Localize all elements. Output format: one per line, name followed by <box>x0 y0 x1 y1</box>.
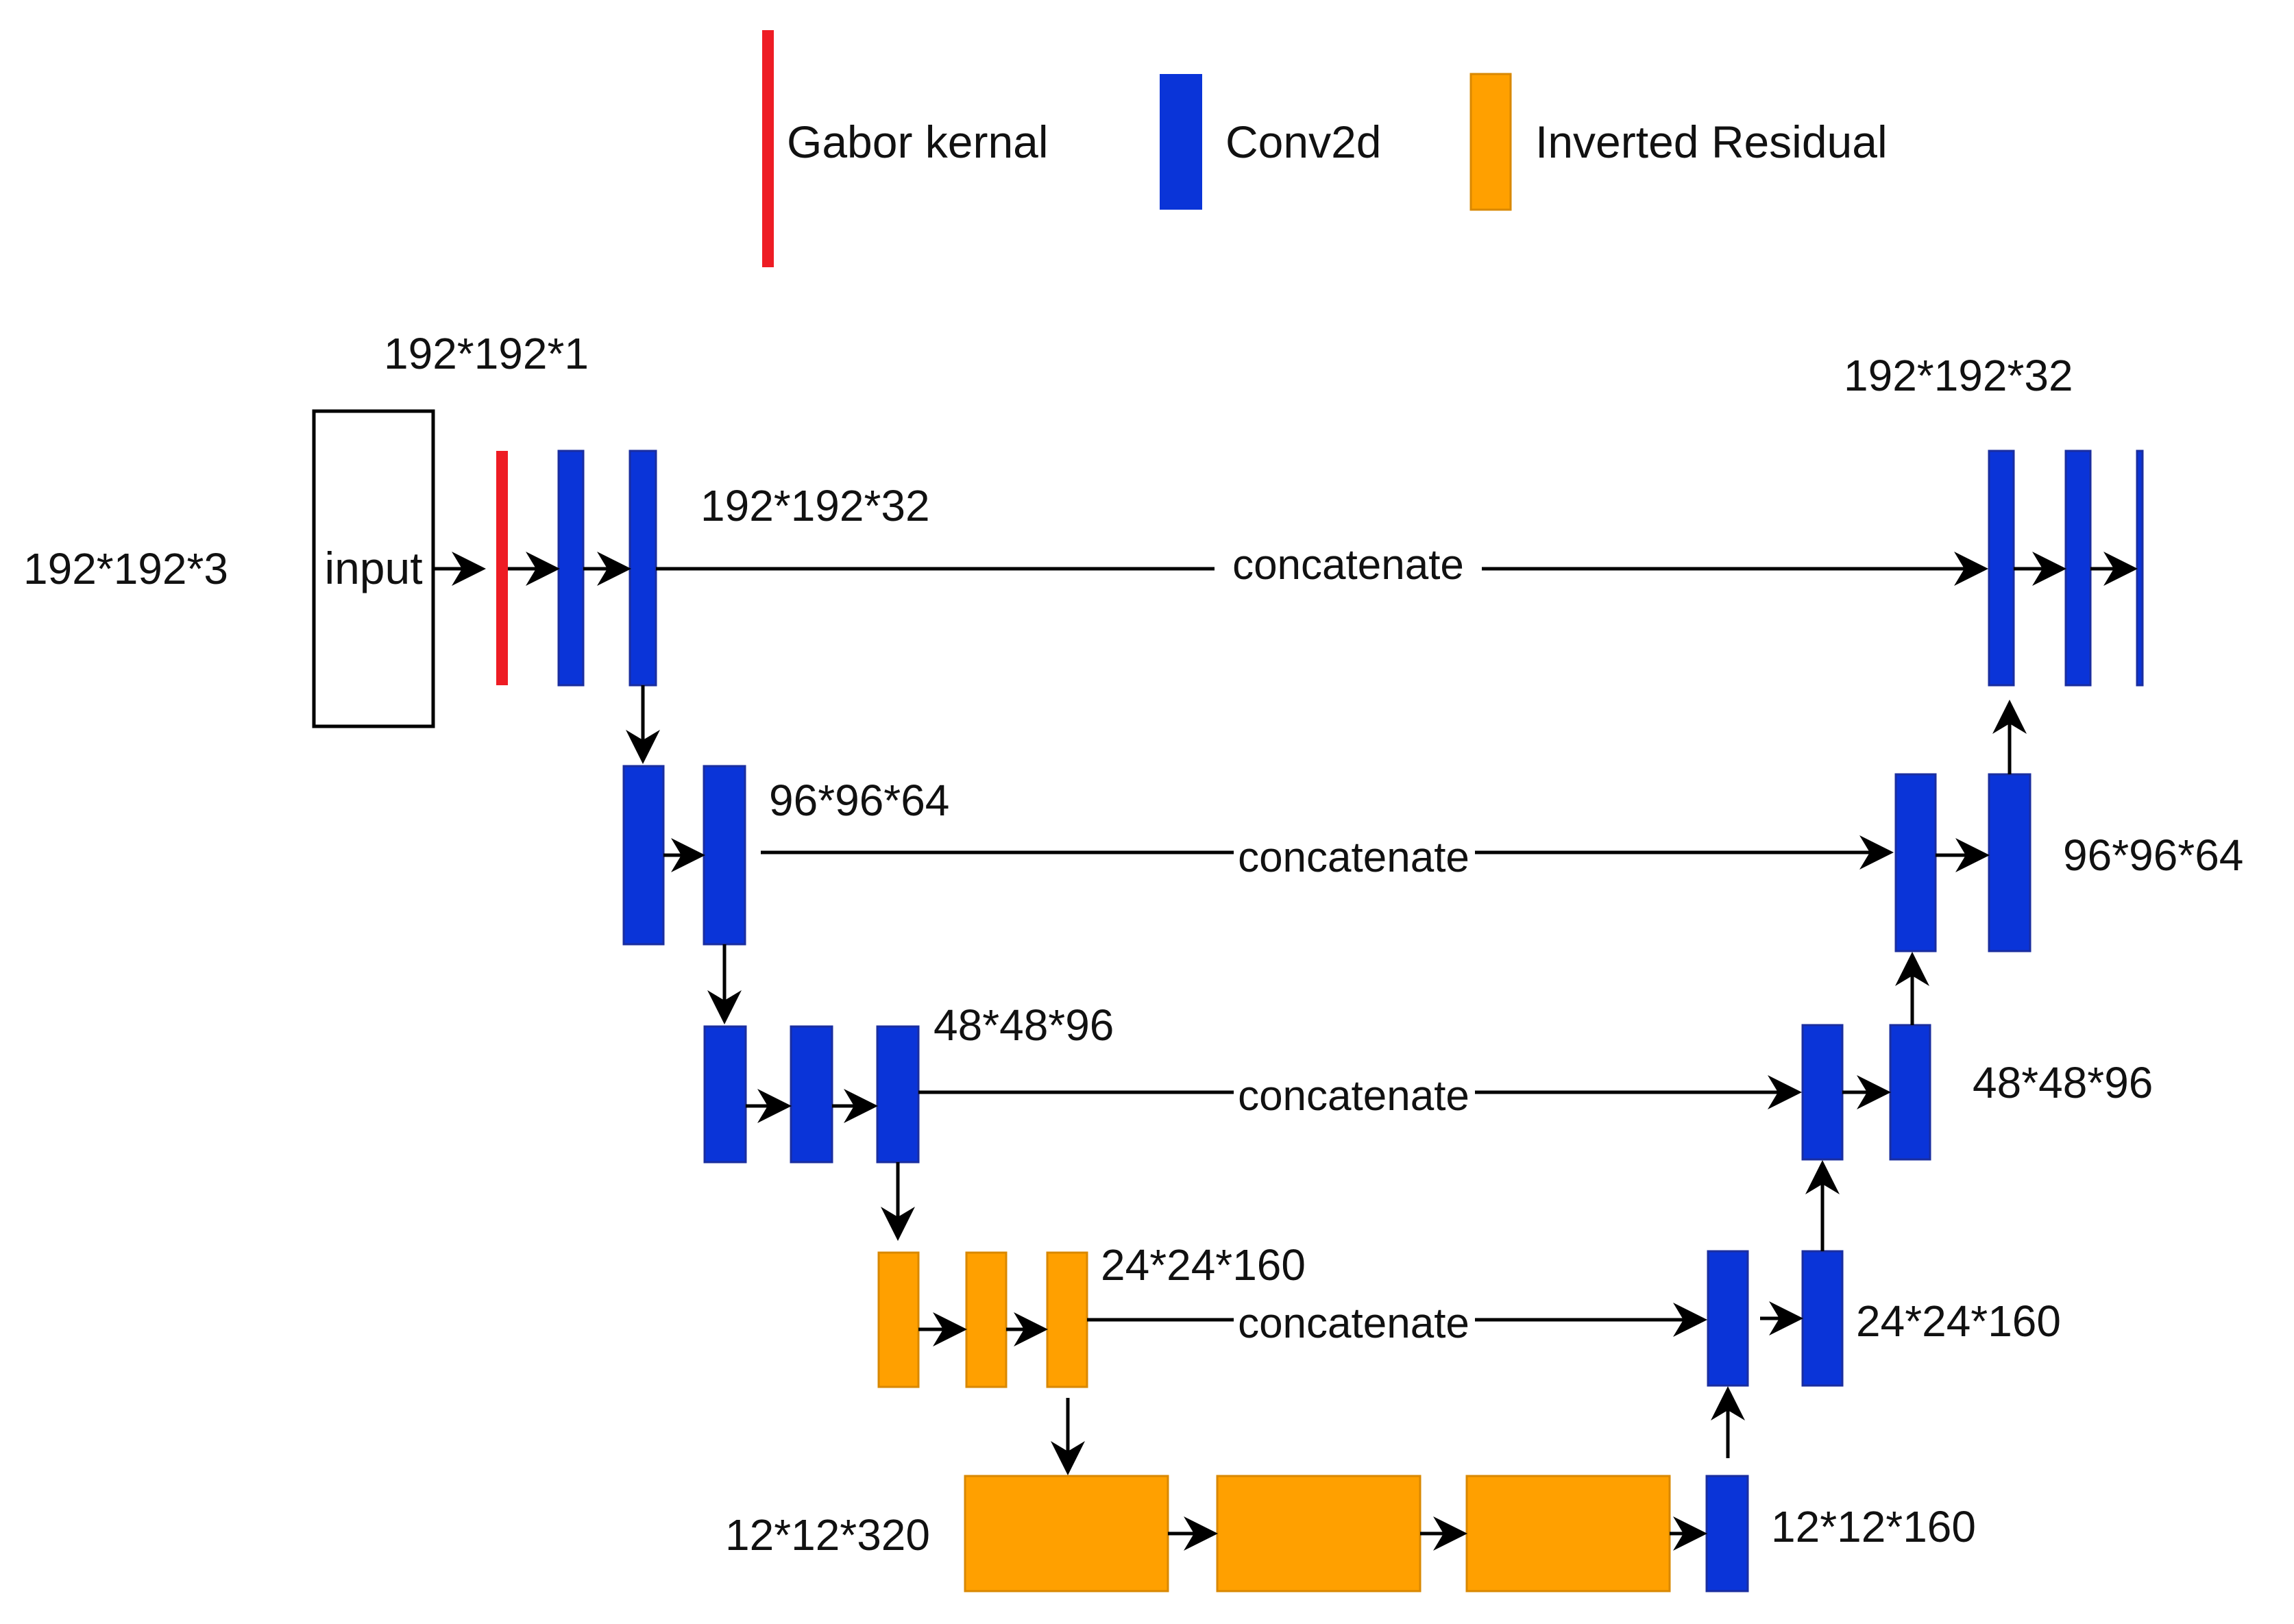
enc4-ir-block-3 <box>1046 1251 1088 1388</box>
encoder-level-3: 48*48*96 <box>703 1000 1114 1164</box>
encoder-level-2: 96*96*64 <box>622 765 949 946</box>
enc1-shape-label: 192*192*32 <box>700 481 930 530</box>
legend-conv-label: Conv2d <box>1225 116 1382 167</box>
decoder-level-3: 48*48*96 <box>1801 1024 2153 1161</box>
enc3-conv-block-1 <box>703 1025 747 1164</box>
bottleneck-output-shape-label: 12*12*160 <box>1771 1502 1976 1551</box>
bottleneck: 12*12*320 12*12*160 <box>725 1475 1976 1592</box>
input-box-label: input <box>324 543 422 593</box>
enc4-ir-block-2 <box>965 1251 1008 1388</box>
input-box <box>312 409 435 728</box>
dec4-shape-label: 24*24*160 <box>1856 1296 2061 1346</box>
enc1-conv-block-2 <box>629 450 657 687</box>
edges <box>435 552 2138 1551</box>
decoder-level-1: 192*192*32 <box>1844 351 2144 687</box>
input-stage: 192*192*3 input 192*192*1 <box>23 329 589 728</box>
concat-label-bg-4 <box>1234 1295 1475 1347</box>
dec1-conv-block-2 <box>2064 450 2092 687</box>
dec2-conv-block-1 <box>1894 773 1937 952</box>
decoder-level-2: 96*96*64 <box>1894 773 2243 952</box>
bottleneck-ir-block-2 <box>1216 1475 1421 1592</box>
bottleneck-conv-block <box>1705 1475 1749 1592</box>
concat-label-level-3: concatenate <box>1238 1072 1469 1120</box>
legend-gabor-swatch <box>762 30 774 267</box>
concat-label-level-2: concatenate <box>1238 834 1469 881</box>
dec3-conv-block-1 <box>1801 1024 1844 1161</box>
dec2-conv-block-2 <box>1988 773 2031 952</box>
dec1-shape-label: 192*192*32 <box>1844 351 2073 400</box>
input-shape-label: 192*192*3 <box>23 544 228 593</box>
concat-label-bg-3 <box>1234 1068 1475 1120</box>
decoder-level-4: 24*24*160 <box>1707 1250 2061 1387</box>
concat-label-level-4: concatenate <box>1238 1300 1469 1347</box>
legend: Gabor kernal Conv2d Inverted Residual <box>762 30 1888 267</box>
enc3-conv-block-2 <box>790 1025 833 1164</box>
gabor-kernel-block <box>496 451 508 685</box>
legend-ir-swatch <box>1469 73 1512 211</box>
dec3-shape-label: 48*48*96 <box>1973 1058 2153 1107</box>
enc4-ir-block-1 <box>877 1251 920 1388</box>
dec1-output-conv-block <box>2136 450 2144 687</box>
dec2-shape-label: 96*96*64 <box>2063 831 2243 880</box>
enc4-shape-label: 24*24*160 <box>1101 1240 1306 1290</box>
enc3-shape-label: 48*48*96 <box>934 1000 1114 1050</box>
legend-conv-swatch <box>1160 74 1202 210</box>
concat-label-bg-1 <box>1215 536 1482 591</box>
legend-gabor-label: Gabor kernal <box>787 116 1049 167</box>
bottleneck-input-shape-label: 12*12*320 <box>725 1510 930 1560</box>
enc3-conv-block-3 <box>876 1025 920 1164</box>
gabor-output-shape-label: 192*192*1 <box>384 329 589 378</box>
enc2-conv-block-1 <box>622 765 665 946</box>
concat-label-level-1: concatenate <box>1232 541 1464 589</box>
bottleneck-ir-block-1 <box>964 1475 1169 1592</box>
dec3-conv-block-2 <box>1889 1024 1931 1161</box>
concat-label-bg-2 <box>1234 829 1475 881</box>
dec4-conv-block-2 <box>1801 1250 1844 1387</box>
legend-ir-label: Inverted Residual <box>1535 116 1888 167</box>
dec1-conv-block-1 <box>1988 450 2015 687</box>
enc2-shape-label: 96*96*64 <box>769 776 949 825</box>
bottleneck-ir-block-3 <box>1465 1475 1671 1592</box>
encoder-level-4: 24*24*160 <box>877 1240 1306 1388</box>
enc2-conv-block-2 <box>703 765 746 946</box>
concatenate-labels: concatenate concatenate concatenate conc… <box>1215 536 1482 1347</box>
dec4-conv-block-1 <box>1707 1250 1749 1387</box>
enc1-conv-block-1 <box>557 450 585 687</box>
